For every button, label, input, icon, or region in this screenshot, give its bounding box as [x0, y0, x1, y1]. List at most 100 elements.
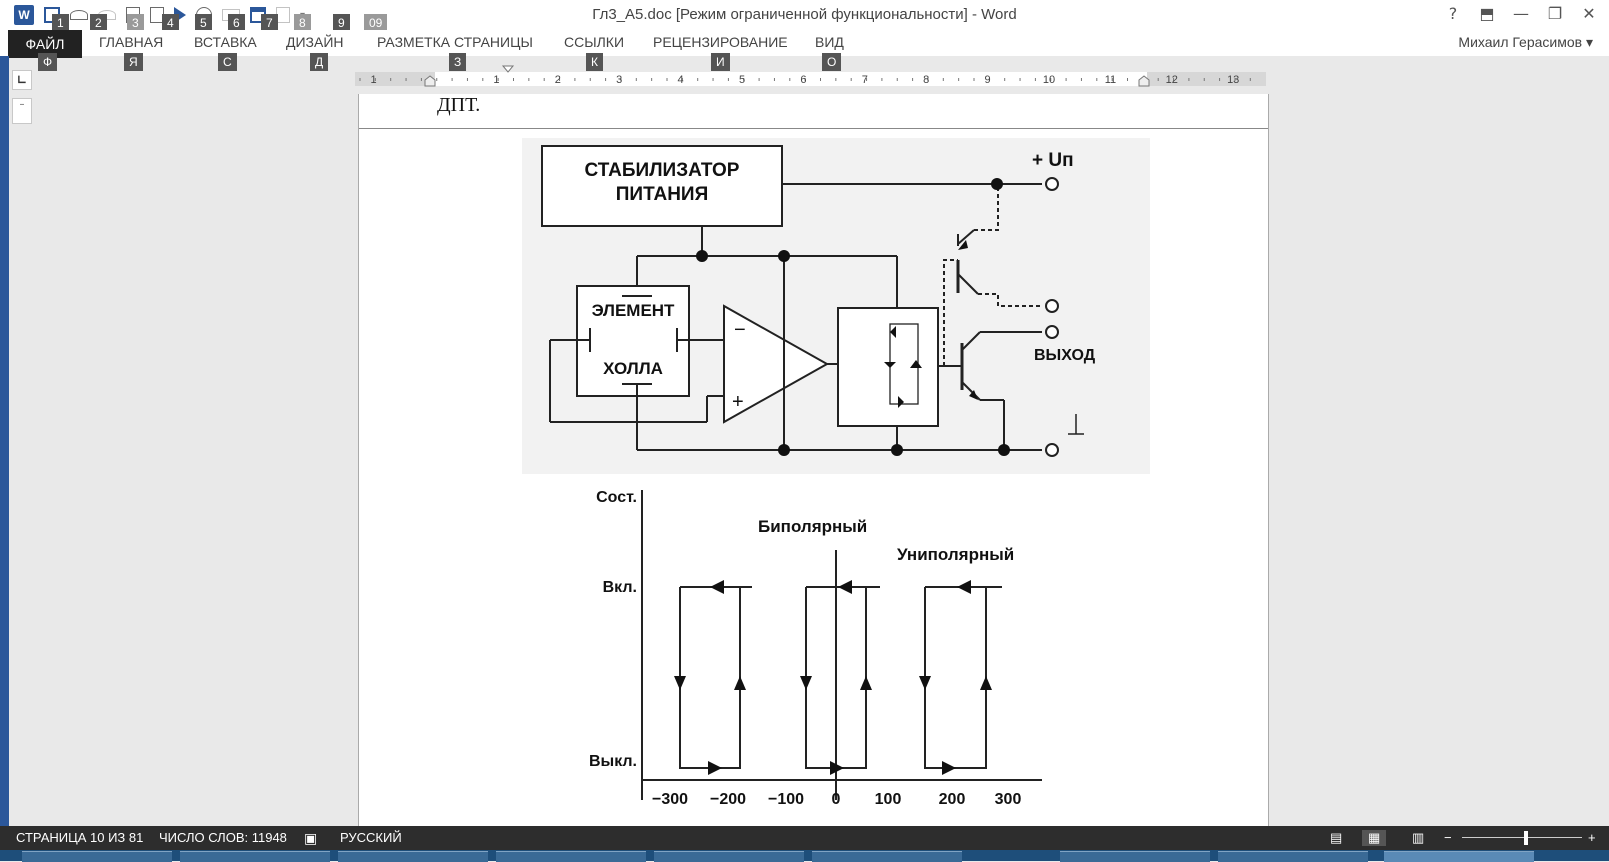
x-tick-label: −300: [652, 791, 688, 808]
keytip-references: К: [586, 53, 603, 71]
supply-label: + Uп: [1032, 150, 1074, 171]
x-tick-label: 100: [875, 791, 902, 808]
taskbar-item[interactable]: [22, 851, 172, 862]
keytip-4: 4: [162, 14, 179, 32]
tab-view[interactable]: ВИД: [815, 34, 844, 50]
keytip-file: Ф: [38, 53, 58, 71]
keytip-6: 6: [228, 14, 245, 32]
taskbar-item[interactable]: [496, 851, 646, 862]
supply-terminal: [1045, 177, 1059, 191]
hall-sensor-block-diagram: СТАБИЛИЗАТОР ПИТАНИЯ ЭЛЕМЕНТ ХОЛЛА − + +…: [522, 138, 1150, 474]
tab-home[interactable]: ГЛАВНАЯ: [99, 34, 164, 50]
taskbar: [0, 850, 1609, 862]
keytip-5: 5: [195, 14, 212, 32]
hall-label-line2: ХОЛЛА: [603, 359, 663, 378]
print-layout-icon[interactable]: ▦: [1362, 830, 1387, 846]
window-title: Гл3_А5.doc [Режим ограниченной функциона…: [592, 6, 1017, 23]
right-indent-marker: [1138, 75, 1150, 87]
keytip-insert: С: [218, 53, 237, 71]
ruler-label: 6: [800, 74, 806, 86]
taskbar-item[interactable]: [180, 851, 330, 862]
taskbar-item[interactable]: [654, 851, 804, 862]
x-tick-label: 0: [832, 791, 841, 808]
document-page[interactable]: ДПТ.: [358, 94, 1269, 826]
left-indent-marker: [424, 75, 436, 87]
ruler-label: 5: [739, 74, 745, 86]
tab-selector[interactable]: ∟: [12, 70, 32, 90]
close-icon[interactable]: ✕: [1582, 4, 1596, 23]
ruler-label: 12: [1166, 74, 1178, 86]
keytip-7: 7: [261, 14, 278, 32]
opamp-symbol: [723, 304, 830, 424]
ground-terminal: [1045, 443, 1059, 457]
taskbar-item[interactable]: [1384, 851, 1534, 862]
zoom-slider-thumb[interactable]: [1524, 831, 1528, 845]
taskbar-item[interactable]: [1060, 851, 1210, 862]
y-on-label: Вкл.: [603, 579, 637, 596]
restore-icon[interactable]: ❐: [1547, 4, 1563, 23]
vertical-ruler[interactable]: –: [12, 98, 32, 124]
stabilizer-block: [541, 145, 783, 227]
keytip-8: 8: [294, 14, 311, 32]
ruler-label: 2: [555, 74, 561, 86]
ruler-label: 3: [616, 74, 622, 86]
keytip-2: 2: [90, 14, 107, 32]
taskbar-item[interactable]: [812, 851, 962, 862]
page-separator: [359, 128, 1268, 129]
web-layout-icon[interactable]: ▥: [1412, 830, 1425, 845]
hall-element-block: [576, 285, 690, 397]
ribbon-tabs: ФАЙЛ ГЛАВНАЯ ВСТАВКА ДИЗАЙН РАЗМЕТКА СТР…: [0, 30, 1609, 58]
word-logo-icon[interactable]: W: [14, 5, 34, 25]
ruler-label: 9: [985, 74, 991, 86]
minimize-icon[interactable]: —: [1513, 4, 1529, 23]
keytip-3: 3: [127, 14, 144, 32]
ruler-label: 10: [1043, 74, 1055, 86]
output-terminal: [1045, 325, 1059, 339]
word-count[interactable]: ЧИСЛО СЛОВ: 11948: [159, 830, 287, 845]
y-off-label: Выкл.: [589, 753, 637, 770]
open-collector-terminal: [1045, 299, 1059, 313]
tab-references[interactable]: ССЫЛКИ: [564, 34, 625, 50]
stabilizer-label-line2: ПИТАНИЯ: [616, 184, 708, 205]
zoom-out-button[interactable]: −: [1444, 830, 1452, 845]
taskbar-item[interactable]: [1218, 851, 1368, 862]
keytip-view: О: [822, 53, 842, 71]
status-bar: СТРАНИЦА 10 ИЗ 81 ЧИСЛО СЛОВ: 11948 ▣ РУ…: [0, 826, 1609, 850]
zoom-in-button[interactable]: +: [1588, 830, 1596, 845]
taskbar-item[interactable]: [338, 851, 488, 862]
undo-icon[interactable]: [70, 10, 88, 20]
page-counter[interactable]: СТРАНИЦА 10 ИЗ 81: [16, 830, 144, 845]
keytip-page-layout: З: [449, 53, 467, 71]
proofing-icon[interactable]: ▣: [304, 830, 318, 846]
hall-label-line1: ЭЛЕМЕНТ: [592, 301, 675, 320]
keytip-1: 1: [52, 14, 69, 32]
ruler-label: 1: [371, 74, 377, 86]
ruler-label: 13: [1227, 74, 1239, 86]
opamp-plus-label: +: [732, 391, 744, 413]
left-accent-strip: [0, 56, 9, 826]
tab-page-layout[interactable]: РАЗМЕТКА СТРАНИЦЫ: [377, 34, 533, 50]
output-label: ВЫХОД: [1034, 347, 1096, 364]
switching-characteristic-graph: Сост. Вкл. Выкл. Биполярный Униполярный …: [582, 480, 1070, 826]
ruler-label: 1: [493, 74, 499, 86]
unipolar-label: Униполярный: [897, 545, 1014, 564]
window-controls: ? ⬒ — ❐ ✕: [1443, 4, 1599, 23]
tab-design[interactable]: ДИЗАЙН: [286, 34, 344, 50]
ribbon-display-options-icon[interactable]: ⬒: [1479, 4, 1495, 23]
trigger-block: [837, 307, 939, 427]
x-tick-label: −100: [768, 791, 804, 808]
document-text-line: ДПТ.: [437, 94, 481, 116]
language-indicator[interactable]: РУССКИЙ: [340, 830, 402, 845]
user-account[interactable]: Михаил Герасимов ▾: [1458, 34, 1593, 50]
x-tick-label: −200: [710, 791, 746, 808]
zoom-slider[interactable]: [1462, 837, 1582, 838]
y-axis-label: Сост.: [596, 489, 637, 506]
ruler-label: 7: [862, 74, 868, 86]
help-icon[interactable]: ?: [1448, 4, 1458, 23]
title-bar: W ▾ 1 2 3 4 5 6 7 8 9 09 Гл3_А5.doc [Реж…: [0, 0, 1609, 32]
tab-review[interactable]: РЕЦЕНЗИРОВАНИЕ: [653, 34, 788, 50]
read-mode-icon[interactable]: ▤: [1330, 830, 1343, 845]
tab-insert[interactable]: ВСТАВКА: [194, 34, 257, 50]
first-line-indent-marker: [501, 65, 515, 73]
